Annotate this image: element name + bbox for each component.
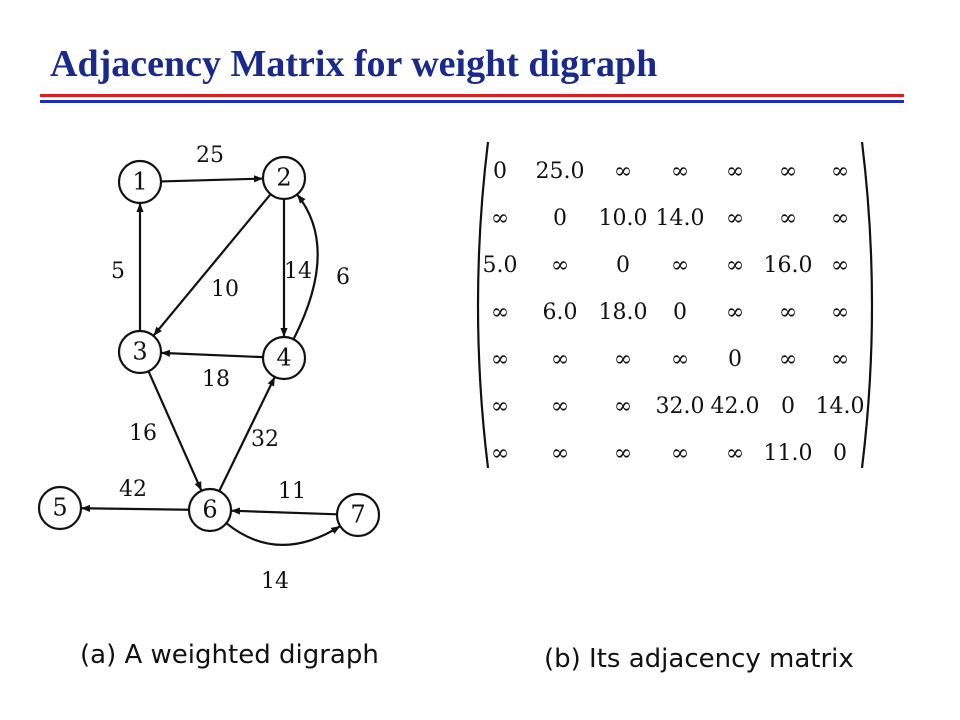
matrix-cell-r5-c7: ∞ — [831, 347, 849, 372]
node-2: 2 — [261, 155, 307, 201]
node-5: 5 — [37, 485, 83, 531]
edge-weight-3-1: 5 — [111, 259, 125, 284]
node-label: 5 — [52, 494, 67, 522]
matrix-caption: (b) Its adjacency matrix — [544, 644, 854, 674]
matrix-cell-r4-c6: ∞ — [779, 300, 797, 325]
matrix-cell-r3-c1: 5.0 — [483, 253, 518, 278]
matrix-cell-r6-c5: 42.0 — [711, 394, 760, 419]
node-label: 1 — [132, 168, 147, 196]
node-label: 2 — [276, 164, 291, 192]
edge-weight-6-7: 14 — [261, 569, 289, 594]
edge-weight-4-3: 18 — [202, 367, 230, 392]
matrix-cell-r3-c4: ∞ — [671, 253, 689, 278]
matrix-cell-r1-c4: ∞ — [671, 159, 689, 184]
node-label: 6 — [202, 496, 217, 524]
matrix-cell-r7-c6: 11.0 — [764, 441, 813, 466]
matrix-cell-r1-c6: ∞ — [779, 159, 797, 184]
edge-weight-7-6: 11 — [278, 479, 306, 504]
edge-3-6 — [147, 370, 203, 492]
matrix-cell-r6-c4: 32.0 — [656, 394, 705, 419]
matrix-cell-r6-c2: ∞ — [551, 394, 569, 419]
slide-title: Adjacency Matrix for weight digraph — [50, 43, 658, 85]
matrix-cell-r3-c5: ∞ — [726, 253, 744, 278]
edge-weight-2-4: 14 — [284, 259, 312, 284]
matrix-cell-r2-c5: ∞ — [726, 206, 744, 231]
matrix-cell-r7-c3: ∞ — [614, 441, 632, 466]
matrix-cell-r2-c6: ∞ — [779, 206, 797, 231]
matrix-cell-r4-c3: 18.0 — [599, 300, 648, 325]
node-circle — [261, 335, 307, 381]
node-1: 1 — [117, 159, 163, 205]
node-label: 3 — [132, 338, 147, 366]
adjacency-matrix: 0 25.0 ∞ ∞ ∞ ∞ ∞ ∞ 0 10.0 14.0 ∞ ∞ ∞ 5.0 ∞ 0 ∞ ∞ 16.0 ∞ ∞ 6.0 1… — [476, 141, 874, 469]
matrix-cell-r4-c2: 6.0 — [543, 300, 578, 325]
title-rule-blue — [40, 100, 904, 103]
matrix-cell-r4-c7: ∞ — [831, 300, 849, 325]
matrix-cell-r7-c5: ∞ — [726, 441, 744, 466]
edge-4-2 — [292, 193, 319, 340]
matrix-cell-r2-c3: 10.0 — [599, 206, 648, 231]
edge-weight-2-3: 10 — [211, 277, 239, 302]
matrix-cell-r5-c4: ∞ — [671, 347, 689, 372]
matrix-cell-r7-c2: ∞ — [551, 441, 569, 466]
matrix-cell-r6-c6: 0 — [781, 394, 795, 419]
node-7: 7 — [335, 492, 381, 538]
graph-caption: (a) A weighted digraph — [80, 640, 379, 670]
matrix-cell-r5-c5: 0 — [728, 347, 742, 372]
matrix-cell-r2-c4: 14.0 — [656, 206, 705, 231]
edge-weight-3-6: 16 — [129, 421, 157, 446]
matrix-cell-r1-c7: ∞ — [831, 159, 849, 184]
matrix-cell-r4-c5: ∞ — [726, 300, 744, 325]
node-label: 4 — [276, 344, 291, 372]
matrix-cell-r1-c1: 0 — [493, 159, 507, 184]
matrix-cell-r2-c2: 0 — [553, 206, 567, 231]
node-circle — [261, 155, 307, 201]
matrix-cell-r7-c4: ∞ — [671, 441, 689, 466]
edge-weight-4-2: 6 — [336, 265, 350, 290]
matrix-cell-r5-c1: ∞ — [491, 347, 509, 372]
matrix-cell-r6-c7: 14.0 — [816, 394, 865, 419]
matrix-cell-r3-c3: 0 — [616, 253, 630, 278]
matrix-cell-r3-c7: ∞ — [831, 253, 849, 278]
matrix-cell-r1-c3: ∞ — [614, 159, 632, 184]
edge-weight-1-2: 25 — [196, 143, 224, 168]
matrix-cell-r3-c2: ∞ — [551, 253, 569, 278]
node-circle — [37, 485, 83, 531]
edge-2-3 — [152, 193, 272, 337]
edge-6-5 — [80, 504, 190, 512]
matrix-cell-r2-c1: ∞ — [491, 206, 509, 231]
matrix-cell-r4-c1: ∞ — [491, 300, 509, 325]
title-rule-red — [40, 94, 904, 97]
edge-7-6 — [230, 507, 338, 516]
node-4: 4 — [261, 335, 307, 381]
matrix-cell-r4-c4: 0 — [673, 300, 687, 325]
node-3: 3 — [117, 329, 163, 375]
matrix-right-bracket — [860, 141, 874, 469]
edge-weight-6-5: 42 — [119, 477, 147, 502]
matrix-cell-r1-c2: 25.0 — [536, 159, 585, 184]
matrix-left-bracket — [476, 141, 490, 469]
matrix-cell-r5-c6: ∞ — [779, 347, 797, 372]
edge-6-4 — [218, 376, 276, 492]
node-label: 7 — [350, 501, 365, 529]
weighted-digraph: 1 2 3 4 5 6 7 25 10 14 5 16 6 18 32 42 14 11 — [37, 143, 381, 594]
matrix-cell-r5-c2: ∞ — [551, 347, 569, 372]
matrix-cell-r2-c7: ∞ — [831, 206, 849, 231]
node-circle — [117, 159, 163, 205]
matrix-cell-r1-c5: ∞ — [726, 159, 744, 184]
matrix-cell-r7-c7: 0 — [833, 441, 847, 466]
node-circle — [117, 329, 163, 375]
edge-1-2 — [160, 175, 264, 183]
matrix-cell-r6-c1: ∞ — [491, 394, 509, 419]
node-circle — [335, 492, 381, 538]
matrix-cell-r5-c3: ∞ — [614, 347, 632, 372]
matrix-cell-r3-c6: 16.0 — [764, 253, 813, 278]
matrix-cell-r6-c3: ∞ — [614, 394, 632, 419]
node-circle — [187, 487, 233, 533]
matrix-cell-r7-c1: ∞ — [491, 441, 509, 466]
edge-6-7 — [225, 522, 341, 546]
node-6: 6 — [187, 487, 233, 533]
edge-4-3 — [160, 349, 264, 359]
edge-weight-6-4: 32 — [251, 427, 279, 452]
